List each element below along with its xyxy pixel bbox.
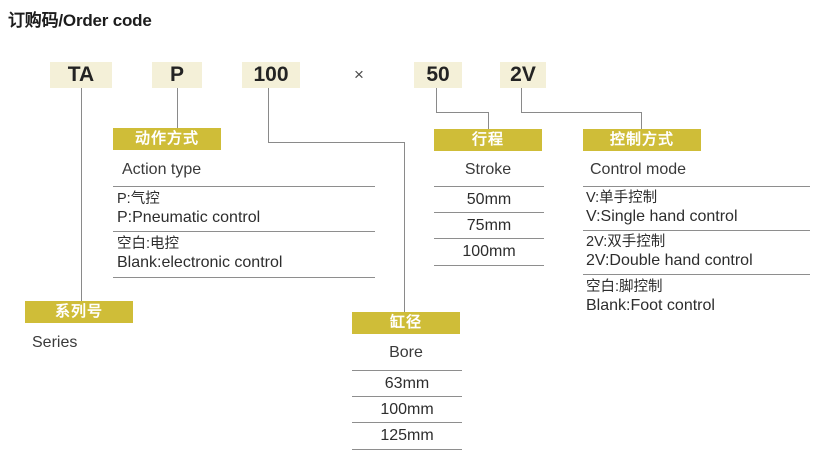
section-caption-control-mode: Control mode	[590, 161, 687, 178]
section-header-stroke: 行程	[434, 129, 542, 151]
section-caption-stroke: Stroke	[464, 161, 512, 178]
divider	[583, 274, 810, 275]
divider	[434, 265, 544, 266]
option-control-mode-1-en: 2V:Double hand control	[586, 252, 753, 269]
divider	[113, 231, 375, 232]
leader-line-stroke-seg3	[488, 112, 489, 129]
leader-line-control-mode-seg2	[521, 112, 642, 113]
leader-line-control-mode-seg3	[641, 112, 642, 129]
divider	[583, 186, 810, 187]
section-header-action-type: 动作方式	[113, 128, 221, 150]
divider	[113, 277, 375, 278]
code-chip-action-type[interactable]: P	[152, 62, 202, 88]
option-action-type-1-en: Blank:electronic control	[117, 254, 283, 271]
divider	[583, 230, 810, 231]
leader-line-series	[81, 88, 82, 302]
leader-line-bore-seg1	[268, 88, 269, 143]
page-title: 订购码/Order code	[8, 11, 152, 30]
code-chip-stroke[interactable]: 50	[414, 62, 462, 88]
option-control-mode-2-en: Blank:Foot control	[586, 297, 715, 314]
section-header-series: 系列号	[25, 301, 133, 323]
leader-line-stroke-seg2	[436, 112, 489, 113]
section-header-control-mode: 控制方式	[583, 129, 701, 151]
option-control-mode-0-cn: V:单手控制	[586, 190, 658, 206]
option-action-type-0-cn: P:气控	[117, 191, 160, 207]
option-action-type-0-en: P:Pneumatic control	[117, 209, 261, 226]
option-stroke-1: 75mm	[466, 217, 512, 234]
option-bore-2: 125mm	[380, 427, 434, 444]
section-caption-series: Series	[32, 334, 78, 351]
leader-line-bore-seg2	[268, 142, 405, 143]
leader-line-control-mode-seg1	[521, 88, 522, 113]
divider	[352, 370, 462, 371]
section-caption-action-type: Action type	[122, 161, 202, 178]
leader-line-stroke-seg1	[436, 88, 437, 113]
divider	[352, 422, 462, 423]
leader-line-action-type	[177, 88, 178, 128]
leader-line-bore-seg3	[404, 142, 405, 312]
code-chip-series[interactable]: TA	[50, 62, 112, 88]
divider	[434, 238, 544, 239]
divider	[352, 396, 462, 397]
option-bore-1: 100mm	[380, 401, 434, 418]
section-header-bore: 缸径	[352, 312, 460, 334]
multiply-icon: ×	[354, 65, 364, 84]
code-chip-bore[interactable]: 100	[242, 62, 300, 88]
option-control-mode-1-cn: 2V:双手控制	[586, 234, 666, 250]
option-control-mode-0-en: V:Single hand control	[586, 208, 738, 225]
divider	[434, 186, 544, 187]
section-caption-bore: Bore	[389, 344, 423, 361]
option-stroke-0: 50mm	[466, 191, 512, 208]
option-stroke-2: 100mm	[462, 243, 516, 260]
option-control-mode-2-cn: 空白:脚控制	[586, 279, 663, 295]
divider	[434, 212, 544, 213]
divider	[113, 186, 375, 187]
divider	[352, 449, 462, 450]
code-chip-control-mode[interactable]: 2V	[500, 62, 546, 88]
option-bore-0: 63mm	[384, 375, 430, 392]
option-action-type-1-cn: 空白:电控	[117, 236, 180, 252]
